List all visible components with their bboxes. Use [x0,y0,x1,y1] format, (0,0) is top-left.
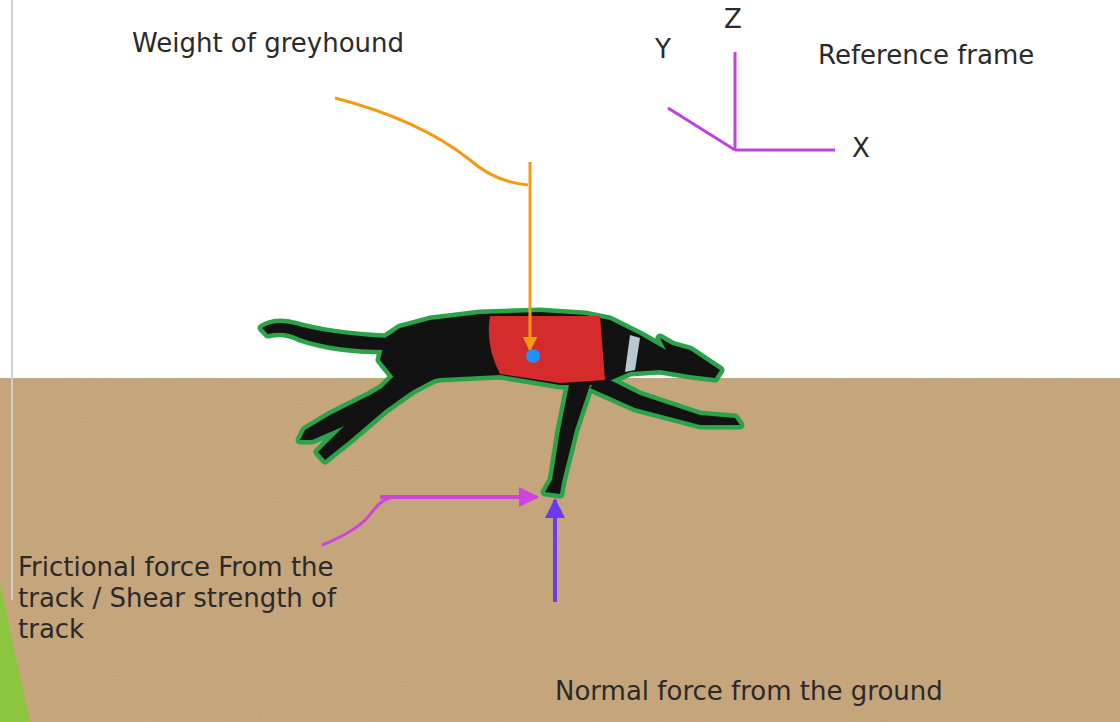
x-axis [735,149,835,152]
racing-vest [489,316,605,383]
collar [625,335,640,372]
y-axis [668,108,735,150]
z-axis [734,52,737,150]
force-label: Weight of greyhound [132,28,404,59]
force-label: Normal force from the ground [555,676,943,707]
normal-force-arrow [553,500,557,602]
weight-arrow [529,162,532,350]
force-label: Frictional force From the track / Shear … [18,552,373,646]
leader-line [322,497,395,545]
friction-arrow [380,495,537,499]
axis-label: Z [724,4,742,35]
axis-label: Y [655,34,671,65]
leader-line [335,98,528,185]
slide-border [11,0,13,600]
dog-outline [262,312,740,494]
centre-of-mass [526,349,540,363]
frame-label: Reference frame [818,40,1034,71]
greyhound-silhouette [262,312,740,494]
axis-label: X [852,133,870,164]
